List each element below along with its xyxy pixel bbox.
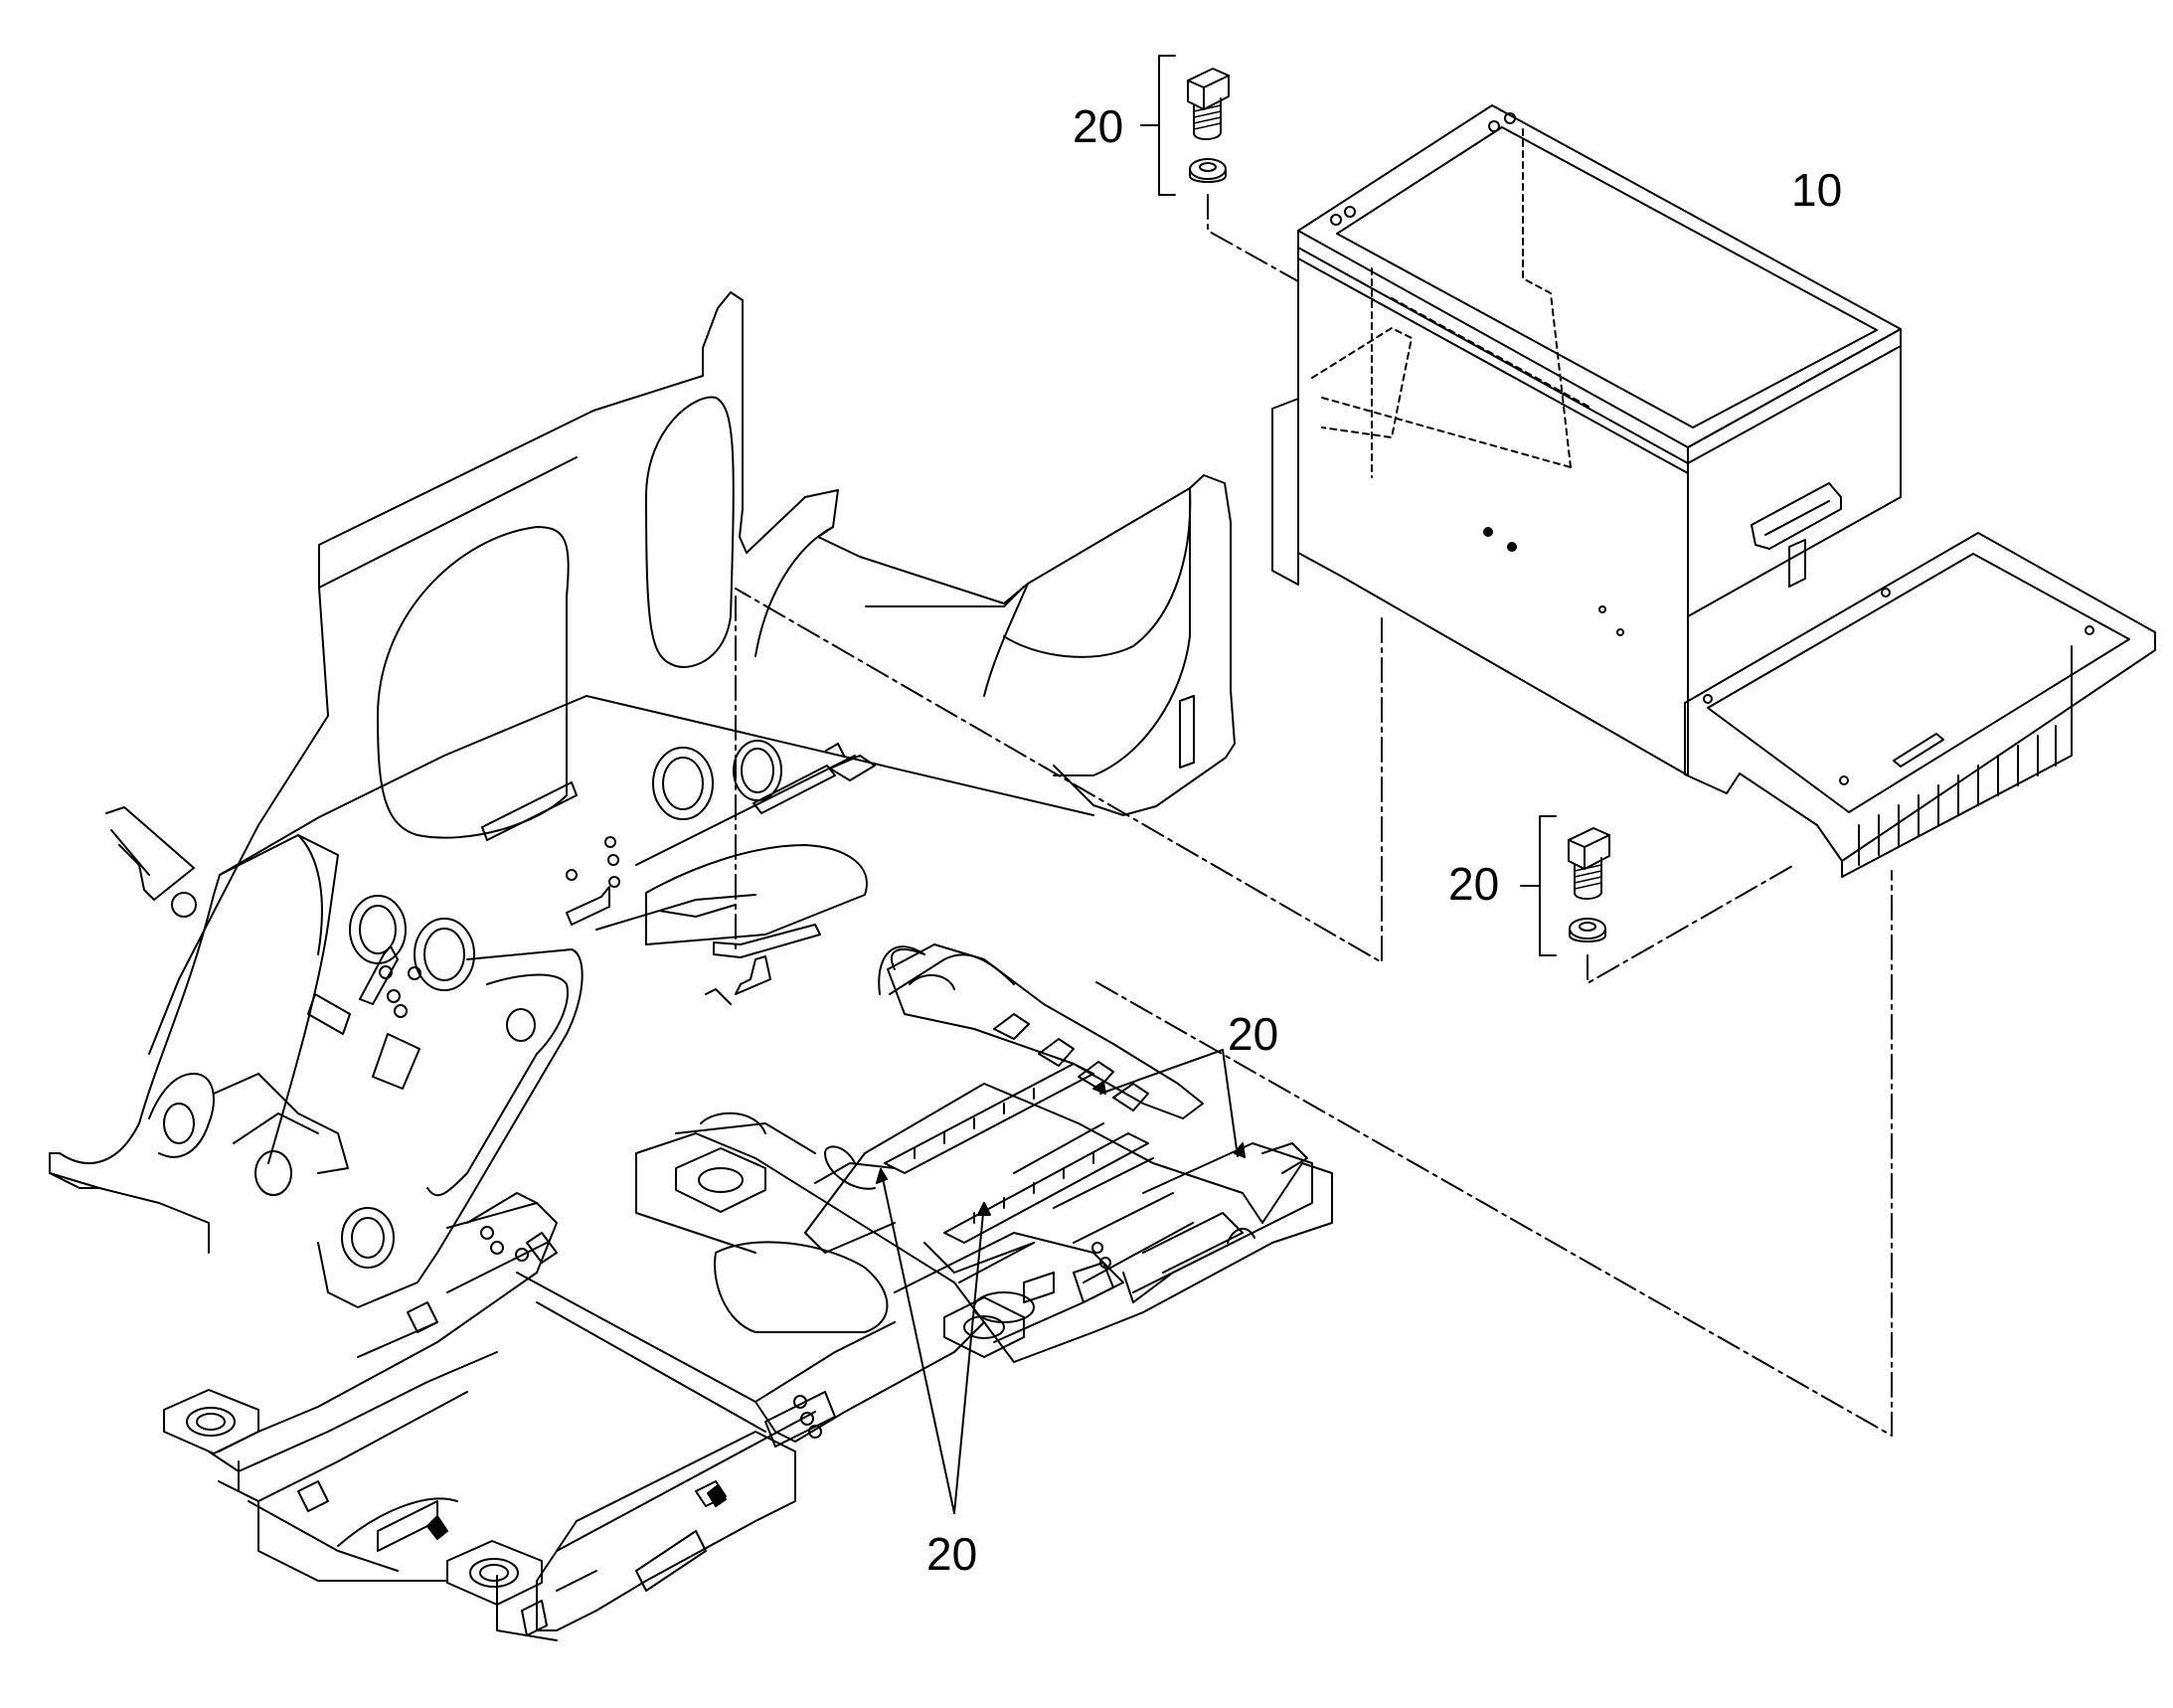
leader-lines: [877, 1050, 1245, 1513]
callout-brackets: [1141, 56, 1556, 955]
battery-box: [1272, 105, 1901, 775]
bolt-top: [1188, 69, 1229, 182]
callout-bolt-top: 20: [1073, 100, 1124, 152]
assembly-lines: [736, 195, 1892, 1436]
callout-bolt-right: 20: [1448, 858, 1500, 910]
chassis-frame: [50, 292, 1332, 1640]
callout-frame-upper: 20: [1228, 1008, 1279, 1060]
callout-box: 10: [1791, 164, 1843, 216]
callout-frame-lower: 20: [926, 1528, 978, 1580]
step-plate: [1685, 533, 2155, 877]
bolt-right: [1569, 828, 1609, 941]
